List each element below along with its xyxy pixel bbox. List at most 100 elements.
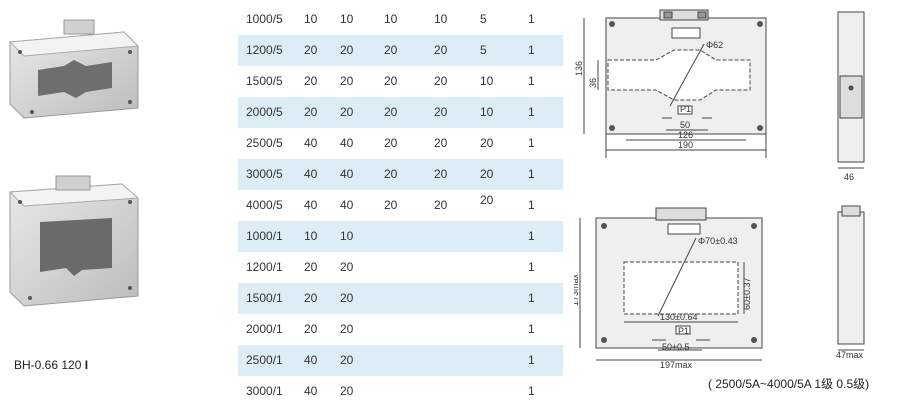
table-cell: 20 xyxy=(304,74,318,88)
table-cell: 1 xyxy=(528,74,535,88)
table-cell: 40 xyxy=(304,167,318,181)
table-cell: 20 xyxy=(340,43,354,57)
table-cell: 20 xyxy=(340,322,354,336)
table-cell: 20 xyxy=(434,74,448,88)
dim-window-h-b: 60±0.37 xyxy=(742,278,752,310)
table-cell: 5 xyxy=(480,43,487,57)
dim-terminal-spacing-b: 50±0.5 xyxy=(662,342,689,352)
table-cell: 40 xyxy=(304,353,318,367)
table-cell: 1500/5 xyxy=(246,74,283,88)
dim-depth: 46 xyxy=(844,172,854,182)
dim-window-w: 126 xyxy=(678,130,693,140)
table-row: 1500/5 20 20 20 20 10 1 xyxy=(238,66,563,97)
dim-width-b: 197max xyxy=(660,360,693,370)
table-cell: 20 xyxy=(340,384,354,398)
table-cell: 1 xyxy=(528,136,535,150)
table-cell: 1500/1 xyxy=(246,291,283,305)
table-cell: 20 xyxy=(340,105,354,119)
product-photo-ct-top xyxy=(8,19,140,119)
table-cell: 1 xyxy=(528,167,535,181)
table-cell: 10 xyxy=(434,12,448,26)
table-row: 1000/1 10 10 1 xyxy=(238,221,563,252)
dim-height-b: 173max xyxy=(574,273,580,306)
table-cell: 20 xyxy=(434,198,448,212)
model-label: BH-0.66 120 I xyxy=(14,358,89,372)
table-cell: 20 xyxy=(304,291,318,305)
table-row: 1500/1 20 20 1 xyxy=(238,283,563,314)
dimension-drawing-bottom: Φ70±0.43 173max 60±0.37 130±0.64 P1 50±0… xyxy=(574,207,763,370)
table-row: 1200/5 20 20 20 20 5 1 xyxy=(238,35,563,66)
table-row: 2500/1 40 20 1 xyxy=(238,345,563,376)
table-cell: 20 xyxy=(384,198,398,212)
table-cell: 20 xyxy=(304,105,318,119)
table-cell: 1 xyxy=(528,12,535,26)
table-cell: 20 xyxy=(304,322,318,336)
dim-window-h: 36 xyxy=(588,78,598,88)
table-cell: 1 xyxy=(528,229,535,243)
dim-window-w-b: 130±0.64 xyxy=(660,312,697,322)
table-cell: 20 xyxy=(340,74,354,88)
table-cell: 20 xyxy=(304,43,318,57)
table-cell: 2500/1 xyxy=(246,353,283,367)
table-cell: 20 xyxy=(384,74,398,88)
table-cell: 3000/5 xyxy=(246,167,283,181)
table-cell: 20 xyxy=(384,105,398,119)
table-cell: 4000/5 xyxy=(246,198,283,212)
table-cell: 20 xyxy=(434,105,448,119)
table-cell: 1 xyxy=(528,260,535,274)
table-cell: 20 xyxy=(434,167,448,181)
table-cell: 2500/5 xyxy=(246,136,283,150)
table-cell: 1 xyxy=(528,198,535,212)
table-cell: 1000/1 xyxy=(246,229,283,243)
table-cell: 20 xyxy=(384,167,398,181)
table-cell: 20 xyxy=(434,136,448,150)
table-cell: 1200/5 xyxy=(246,43,283,57)
table-cell: 1000/5 xyxy=(246,12,283,26)
dimension-drawing-top: Φ62 136 36 P1 50 126 190 xyxy=(574,9,767,158)
table-cell: 1 xyxy=(528,384,535,398)
table-row: 3000/5 40 40 20 20 20 1 xyxy=(238,159,563,190)
table-cell: 20 xyxy=(434,43,448,57)
dim-depth-b: 47max xyxy=(836,350,864,360)
dim-terminal-spacing: 50 xyxy=(680,120,690,130)
table-cell: 10 xyxy=(304,229,318,243)
side-view-bottom: 47max xyxy=(836,205,865,360)
table-cell: 40 xyxy=(304,198,318,212)
dim-width: 190 xyxy=(678,140,693,150)
table-cell: 20 xyxy=(340,260,354,274)
table-cell: 5 xyxy=(480,12,487,26)
table-cell: 20 xyxy=(304,260,318,274)
dim-hole-dia-b: Φ70±0.43 xyxy=(698,236,738,246)
table-cell: 40 xyxy=(304,384,318,398)
table-cell: 20 xyxy=(384,136,398,150)
table-cell: 40 xyxy=(340,167,354,181)
table-cell: 1 xyxy=(528,353,535,367)
table-cell: 1 xyxy=(528,105,535,119)
product-photo-ct-bottom xyxy=(8,175,140,307)
table-cell: 1 xyxy=(528,43,535,57)
table-cell: 20 xyxy=(340,291,354,305)
table-row: 2500/5 40 40 20 20 20 1 xyxy=(238,128,563,159)
table-cell: 20 xyxy=(384,43,398,57)
table-cell: 10 xyxy=(304,12,318,26)
side-view-top: 46 xyxy=(837,11,865,182)
table-cell: 20 xyxy=(480,167,494,181)
table-cell: 20 xyxy=(340,353,354,367)
table-cell: 10 xyxy=(340,229,354,243)
table-cell: 20 xyxy=(480,136,494,150)
table-cell: 40 xyxy=(340,198,354,212)
terminal-label: P1 xyxy=(680,104,691,114)
dim-hole-dia: Φ62 xyxy=(706,40,723,50)
table-cell: 2000/1 xyxy=(246,322,283,336)
table-cell: 1 xyxy=(528,322,535,336)
table-cell: 40 xyxy=(340,136,354,150)
table-cell: 10 xyxy=(480,74,494,88)
table-cell: 40 xyxy=(304,136,318,150)
table-cell: 10 xyxy=(384,12,398,26)
table-cell: 1 xyxy=(528,291,535,305)
